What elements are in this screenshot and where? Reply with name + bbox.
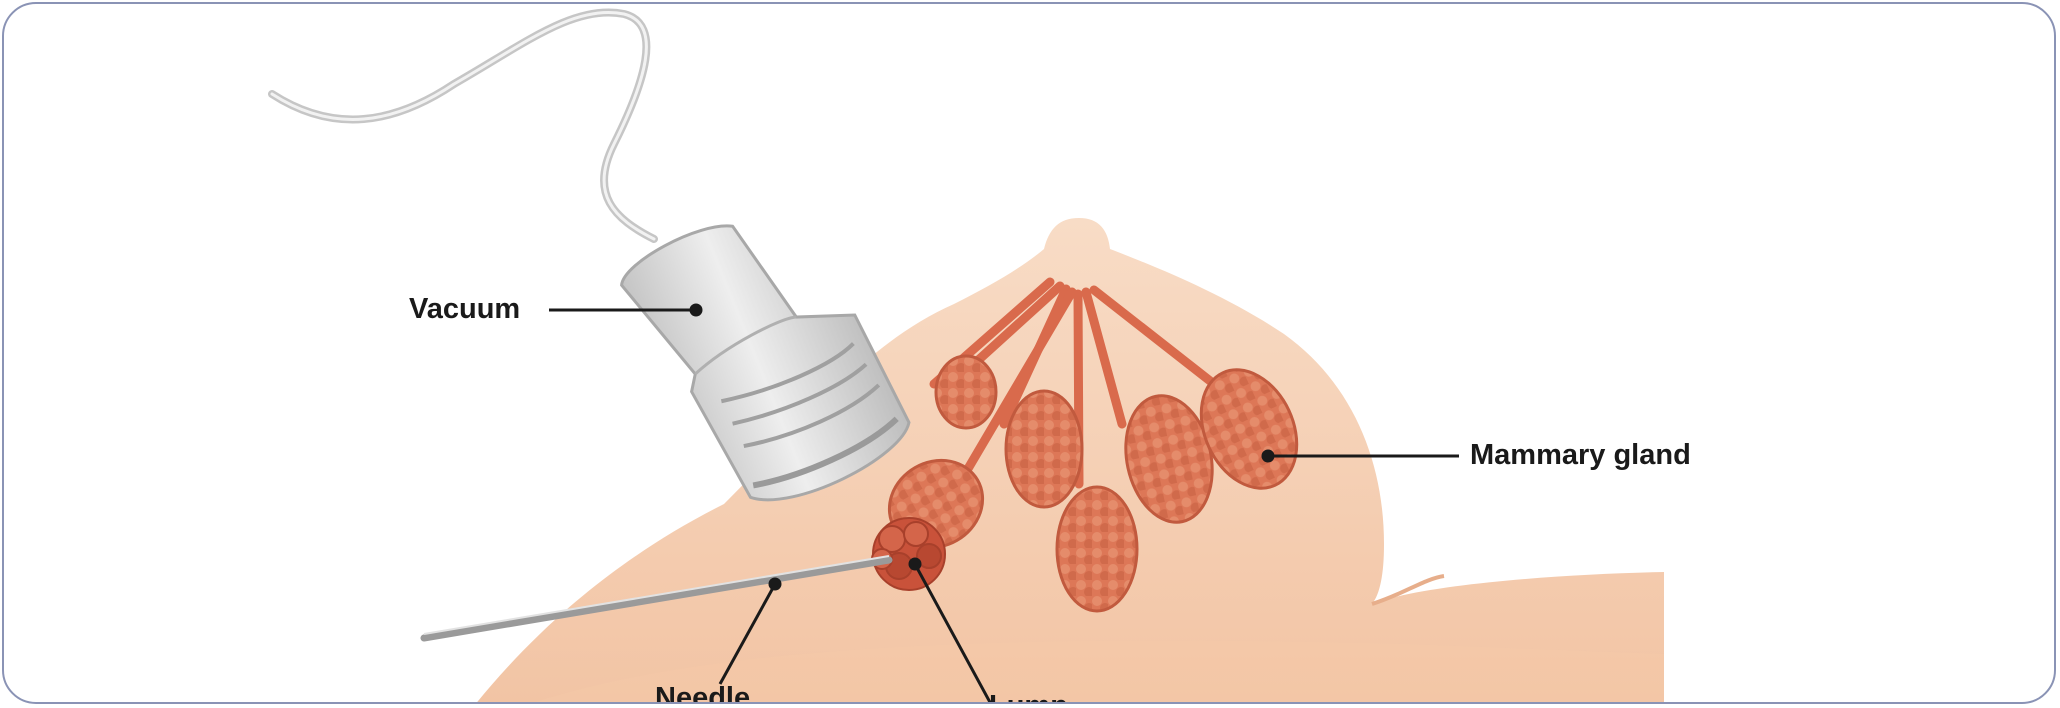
milk-ducts [929,277,1219,489]
label-needle: Needle [655,682,751,704]
label-vacuum: Vacuum [409,293,521,325]
leader-lines [549,303,1459,702]
ultrasound-probe-icon [620,224,911,502]
needle-icon [420,555,893,642]
label-mammary-gland: Mammary gland [1470,439,1691,471]
label-lump: Lump [989,692,1068,703]
biopsy-illustration [268,8,1664,702]
probe-cable [268,8,658,243]
torso-shade [536,640,1664,702]
skin-fold [1371,574,1445,606]
mammary-gland-lobes [887,354,1299,613]
lump [871,517,946,591]
